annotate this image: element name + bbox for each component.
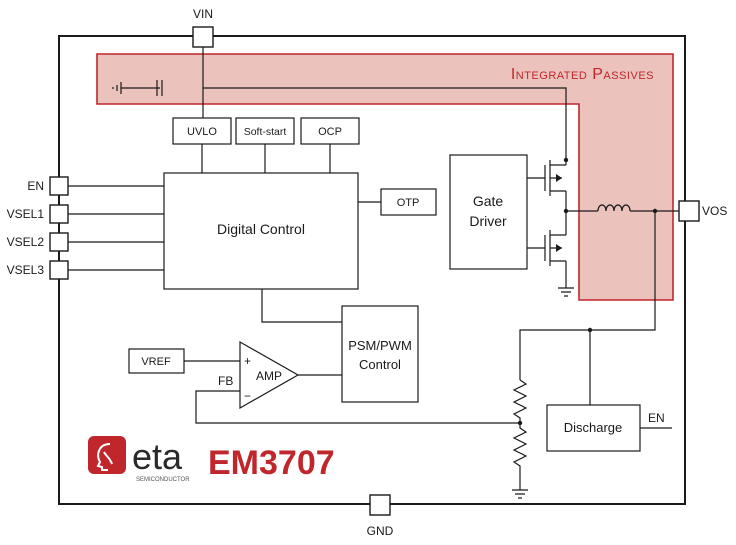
discharge-block xyxy=(546,404,641,452)
integrated-passives-region xyxy=(96,53,674,301)
psm-pwm-label-1: PSM/PWM xyxy=(348,338,412,353)
vsel1-pin xyxy=(49,204,69,224)
vsel2-pin xyxy=(49,232,69,252)
vsel2-pin-label: VSEL2 xyxy=(7,235,45,249)
gate-driver-label-1: Gate xyxy=(473,193,504,209)
low-side-mosfet-icon xyxy=(527,211,567,288)
vref-block xyxy=(128,348,185,374)
hs-junction xyxy=(563,157,569,163)
soft-start-label: Soft-start xyxy=(244,126,287,138)
low-side-body-arrow xyxy=(556,244,562,252)
en-pin-label: EN xyxy=(27,179,44,193)
otp-block xyxy=(380,188,437,216)
discharge-label: Discharge xyxy=(564,420,623,435)
lower-resistor-icon xyxy=(512,423,528,490)
high-side-mosfet-icon xyxy=(527,160,567,211)
psm-pwm-label-2: Control xyxy=(359,357,401,372)
input-wires xyxy=(68,185,164,271)
amp-plus-label: + xyxy=(244,354,251,368)
vsel3-pin xyxy=(49,260,69,280)
logo-brand-text: eta xyxy=(132,436,183,477)
integrated-passives-label: Integrated Passives xyxy=(511,66,654,83)
gnd-pin-label: GND xyxy=(367,524,394,538)
capacitor-icon xyxy=(156,80,163,96)
vsel1-pin-label: VSEL1 xyxy=(7,207,45,221)
face-profile-icon xyxy=(96,443,113,471)
dc-to-psm-wire xyxy=(261,289,342,323)
discharge-en-label: EN xyxy=(648,411,665,425)
gate-driver-label-2: Driver xyxy=(469,213,507,229)
high-side-body-arrow xyxy=(556,174,562,182)
divider-ground-icon xyxy=(512,489,528,499)
vos-pin xyxy=(678,200,700,222)
en-pin xyxy=(49,176,69,196)
protection-wires xyxy=(201,144,331,173)
amp-minus-label: − xyxy=(244,389,251,403)
vin-pin xyxy=(192,26,214,48)
logo-sub-text: SEMICONDUCTOR xyxy=(136,477,190,483)
uvlo-label: UVLO xyxy=(187,126,217,138)
vsel3-pin-label: VSEL3 xyxy=(7,263,45,277)
vin-to-hs-wire xyxy=(203,87,567,160)
upper-resistor-icon xyxy=(512,379,528,423)
amp-label: AMP xyxy=(256,369,282,383)
feedback-return-wire xyxy=(519,211,656,380)
otp-label: OTP xyxy=(397,197,420,209)
fb-label: FB xyxy=(218,374,233,388)
uvlo-block xyxy=(172,117,232,145)
vref-label: VREF xyxy=(141,356,171,368)
gate-driver-block xyxy=(449,154,528,270)
amp-triangle xyxy=(239,340,300,410)
gnd-pin xyxy=(369,494,391,516)
inductor-icon xyxy=(597,204,631,212)
part-number: EM3707 xyxy=(208,444,335,482)
low-side-ground-icon xyxy=(558,287,574,297)
ground-icon xyxy=(112,82,122,94)
digital-control-block xyxy=(163,172,359,290)
digital-control-label: Digital Control xyxy=(217,221,305,237)
fb-wire xyxy=(195,390,520,424)
psm-pwm-block xyxy=(341,305,419,403)
vos-pin-label: VOS xyxy=(702,204,727,218)
ocp-label: OCP xyxy=(318,126,342,138)
vin-pin-label: VIN xyxy=(193,7,213,21)
